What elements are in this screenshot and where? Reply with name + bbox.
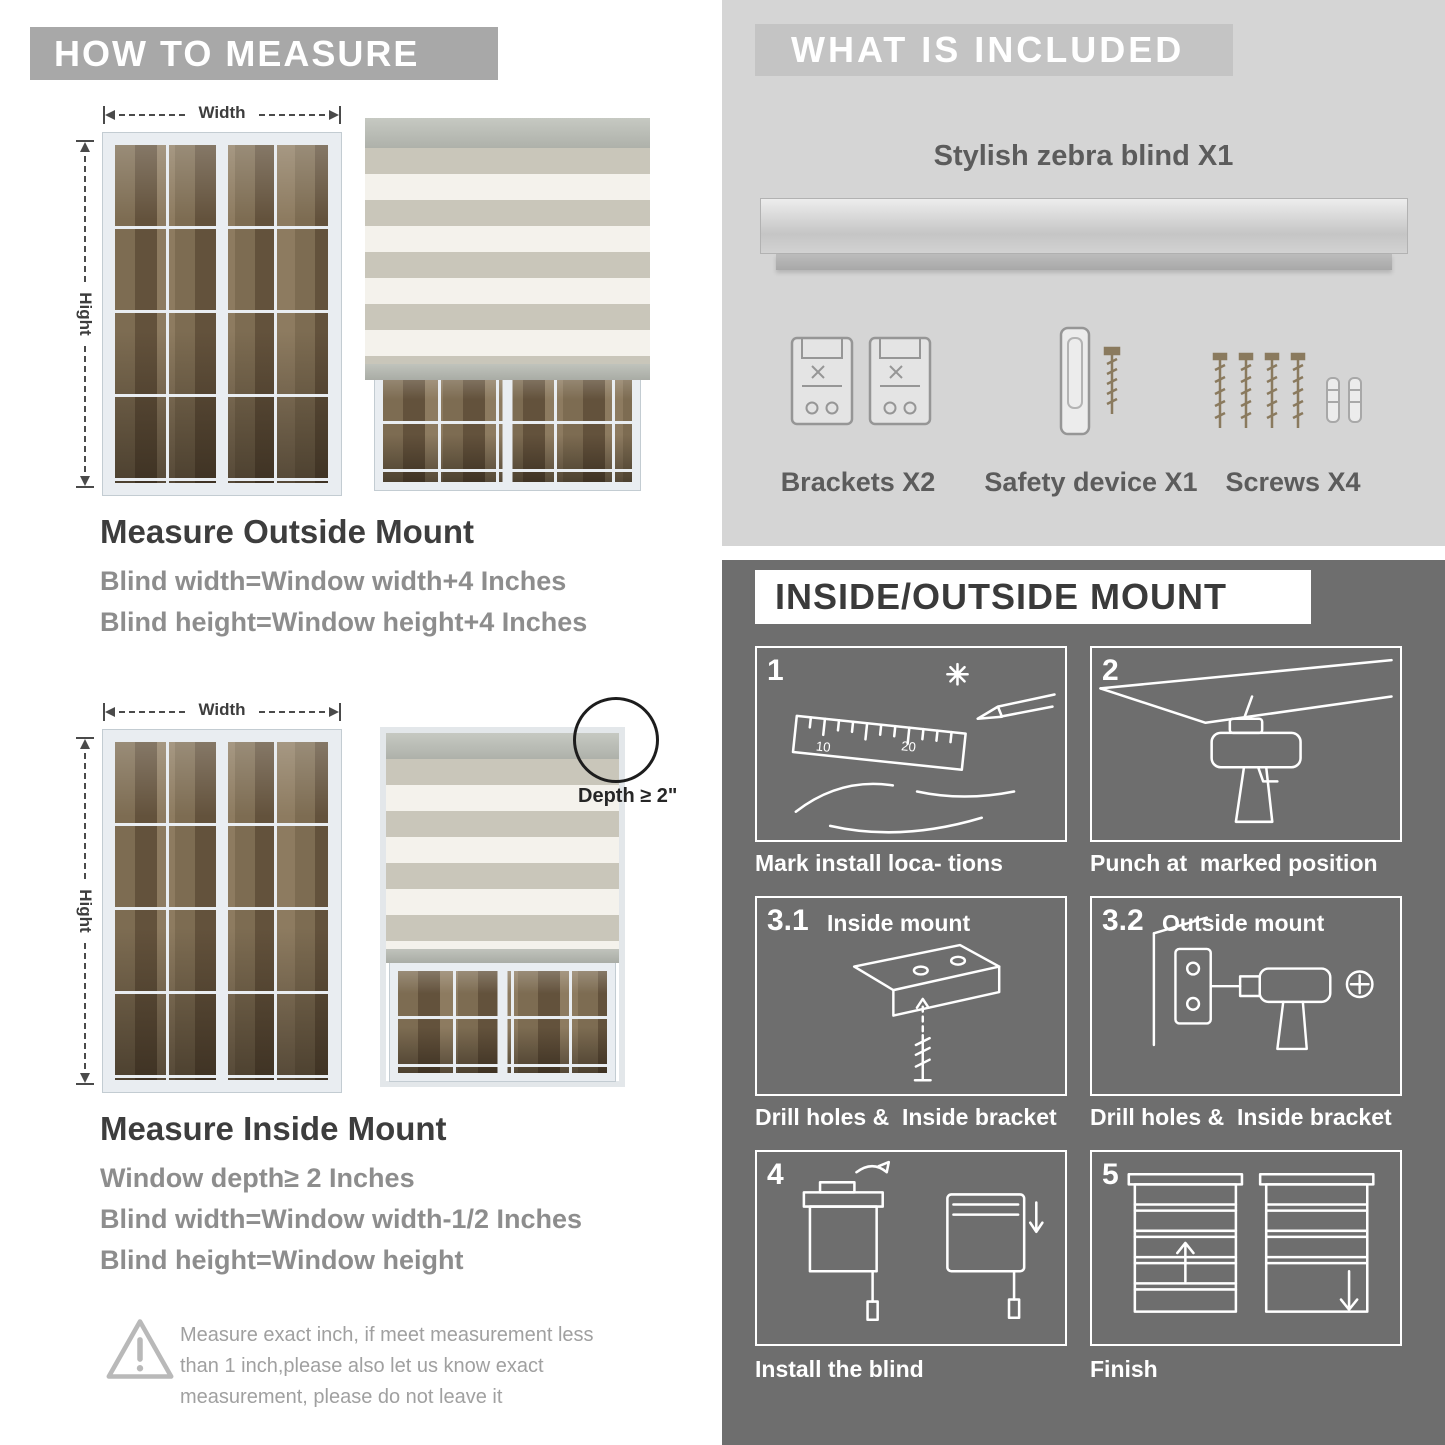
window-grid bbox=[398, 971, 607, 1073]
step-panel-5: 5 bbox=[1090, 1150, 1402, 1346]
window-lower-part bbox=[390, 963, 615, 1081]
safety-device-label: Safety device X1 bbox=[984, 467, 1198, 497]
depth-detail-circle bbox=[573, 697, 659, 783]
blind-headrail bbox=[365, 118, 650, 148]
blind-headrail-lip bbox=[776, 254, 1392, 270]
end-tick bbox=[339, 106, 341, 124]
depth-label: Depth ≥ 2" bbox=[578, 785, 678, 807]
step-panel-1: 1 10 20 bbox=[755, 646, 1067, 842]
mount-header: INSIDE/OUTSIDE MOUNT bbox=[755, 570, 1311, 624]
zebra-blind-inside-illustration bbox=[380, 727, 625, 1087]
mount-instructions-section: INSIDE/OUTSIDE MOUNT 1 10 20 bbox=[722, 560, 1445, 1445]
arrow-up-icon bbox=[80, 142, 90, 152]
svg-text:20: 20 bbox=[901, 738, 917, 754]
arrow-up-icon bbox=[80, 739, 90, 749]
end-tick bbox=[76, 737, 94, 739]
drill-ceiling-illustration bbox=[1099, 658, 1393, 824]
inside-mount-line1: Window depth≥ 2 Inches bbox=[100, 1163, 415, 1193]
step-number: 1 bbox=[767, 654, 784, 687]
outside-mount-line1: Blind width=Window width+4 Inches bbox=[100, 566, 567, 596]
window-grid bbox=[115, 145, 329, 483]
inside-mount-title: Measure Inside Mount bbox=[100, 1110, 447, 1147]
width-measure-arrow: Width bbox=[103, 103, 341, 124]
step-caption-1: Mark install loca- tions bbox=[755, 850, 1003, 876]
svg-text:10: 10 bbox=[815, 738, 831, 754]
mark-location-illustration: 10 20 bbox=[791, 662, 1056, 834]
what-is-included-section: WHAT IS INCLUDED Stylish zebra blind X1 bbox=[722, 0, 1445, 546]
step-panel-4: 4 bbox=[755, 1150, 1067, 1346]
end-tick bbox=[103, 703, 105, 721]
blind-headrail-illustration bbox=[760, 198, 1408, 254]
what-is-included-header: WHAT IS INCLUDED bbox=[755, 24, 1233, 76]
inside-mount-line2: Blind width=Window width-1/2 Inches bbox=[100, 1204, 583, 1234]
step-panel-3-2: 3.2 Outside mount bbox=[1090, 896, 1402, 1096]
end-tick bbox=[76, 486, 94, 488]
height-label: Hight bbox=[75, 284, 95, 344]
step-caption-5: Finish bbox=[1090, 1356, 1158, 1382]
end-tick bbox=[103, 106, 105, 124]
finish-illustration bbox=[1127, 1172, 1375, 1313]
screws-icon bbox=[1207, 350, 1377, 455]
arrow-left-icon bbox=[105, 707, 115, 717]
arrow-right-icon bbox=[329, 110, 339, 120]
brackets-icon bbox=[786, 328, 936, 455]
step-caption-3-1: Drill holes & Inside bracket bbox=[755, 1104, 1057, 1130]
blind-bottom-rail bbox=[365, 364, 650, 380]
step-number: 4 bbox=[767, 1158, 784, 1191]
step-number: 5 bbox=[1102, 1158, 1119, 1191]
blind-stripes bbox=[365, 148, 650, 364]
step-panel-3-1: 3.1 Inside mount bbox=[755, 896, 1067, 1096]
arrow-down-icon bbox=[80, 1073, 90, 1083]
height-measure-arrow: Hight bbox=[75, 737, 95, 1085]
step-caption-3-2: Drill holes & Inside bracket bbox=[1090, 1104, 1392, 1130]
step-number: 2 bbox=[1102, 654, 1119, 687]
arrow-left-icon bbox=[105, 110, 115, 120]
warning-triangle-icon bbox=[103, 1316, 177, 1387]
blind-stripes bbox=[386, 759, 619, 949]
window-grid bbox=[115, 742, 329, 1080]
window-illustration-inside bbox=[103, 730, 341, 1092]
step-number: 3.1 bbox=[767, 904, 809, 937]
outside-bracket-illustration bbox=[1152, 916, 1374, 1051]
blind-item-label: Stylish zebra blind X1 bbox=[933, 140, 1234, 172]
end-tick bbox=[76, 1083, 94, 1085]
window-grid bbox=[383, 376, 632, 482]
height-measure-arrow: Hight bbox=[75, 140, 95, 488]
step-caption-2: Punch at marked position bbox=[1090, 850, 1378, 876]
how-to-measure-header: HOW TO MEASURE bbox=[30, 27, 498, 80]
arrow-right-icon bbox=[329, 707, 339, 717]
step-caption-4: Install the blind bbox=[755, 1356, 924, 1382]
width-label: Width bbox=[188, 103, 256, 123]
warning-text: Measure exact inch, if meet measurement … bbox=[180, 1324, 594, 1408]
screws-label: Screws X4 bbox=[1225, 467, 1361, 497]
height-label: Hight bbox=[75, 881, 95, 941]
inside-mount-line3: Blind height=Window height bbox=[100, 1245, 464, 1275]
end-tick bbox=[76, 140, 94, 142]
inside-bracket-illustration bbox=[852, 943, 1001, 1082]
window-illustration-outside bbox=[103, 133, 341, 495]
zebra-blind-outside-illustration bbox=[365, 118, 650, 490]
width-label: Width bbox=[188, 700, 256, 720]
step-title: Inside mount bbox=[827, 910, 971, 936]
arrow-down-icon bbox=[80, 476, 90, 486]
blind-bottom-rail bbox=[386, 949, 619, 963]
outside-mount-line2: Blind height=Window height+4 Inches bbox=[100, 607, 588, 637]
step-number: 3.2 bbox=[1102, 904, 1144, 937]
brackets-label: Brackets X2 bbox=[780, 467, 936, 497]
safety-device-icon bbox=[1045, 322, 1135, 457]
outside-mount-title: Measure Outside Mount bbox=[100, 513, 475, 550]
window-lower-part bbox=[375, 368, 640, 490]
width-measure-arrow: Width bbox=[103, 700, 341, 721]
step-panel-2: 2 bbox=[1090, 646, 1402, 842]
install-blind-illustration bbox=[802, 1160, 1044, 1322]
end-tick bbox=[339, 703, 341, 721]
